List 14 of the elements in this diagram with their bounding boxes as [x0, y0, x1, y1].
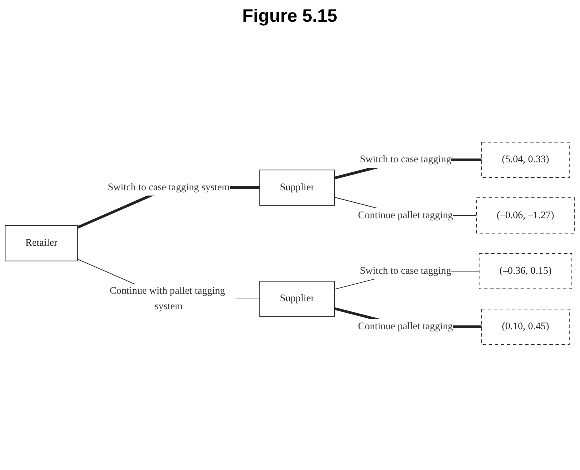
edge-label: Continue pallet tagging [358, 322, 454, 333]
node-box: Supplier [260, 282, 336, 318]
edge-label: Switch to case tagging [360, 266, 452, 278]
edge-label: Continue pallet tagging [358, 210, 454, 222]
edge-label: Continue with pallet tagging system [110, 286, 226, 312]
node-box: (–0.36, 0.15) [479, 254, 572, 290]
node-box: Retailer [5, 226, 78, 262]
node-box: (–0.06, –1.27) [476, 198, 575, 234]
edge-label: Switch to case tagging system [108, 182, 230, 194]
figure-title: Figure 5.15 [241, 6, 339, 27]
node-box: (0.10, 0.45) [482, 309, 570, 346]
node-box: Supplier [260, 170, 336, 206]
node-box: (5.04, 0.33) [482, 142, 570, 179]
edge-label: Switch to case tagging [360, 154, 452, 166]
